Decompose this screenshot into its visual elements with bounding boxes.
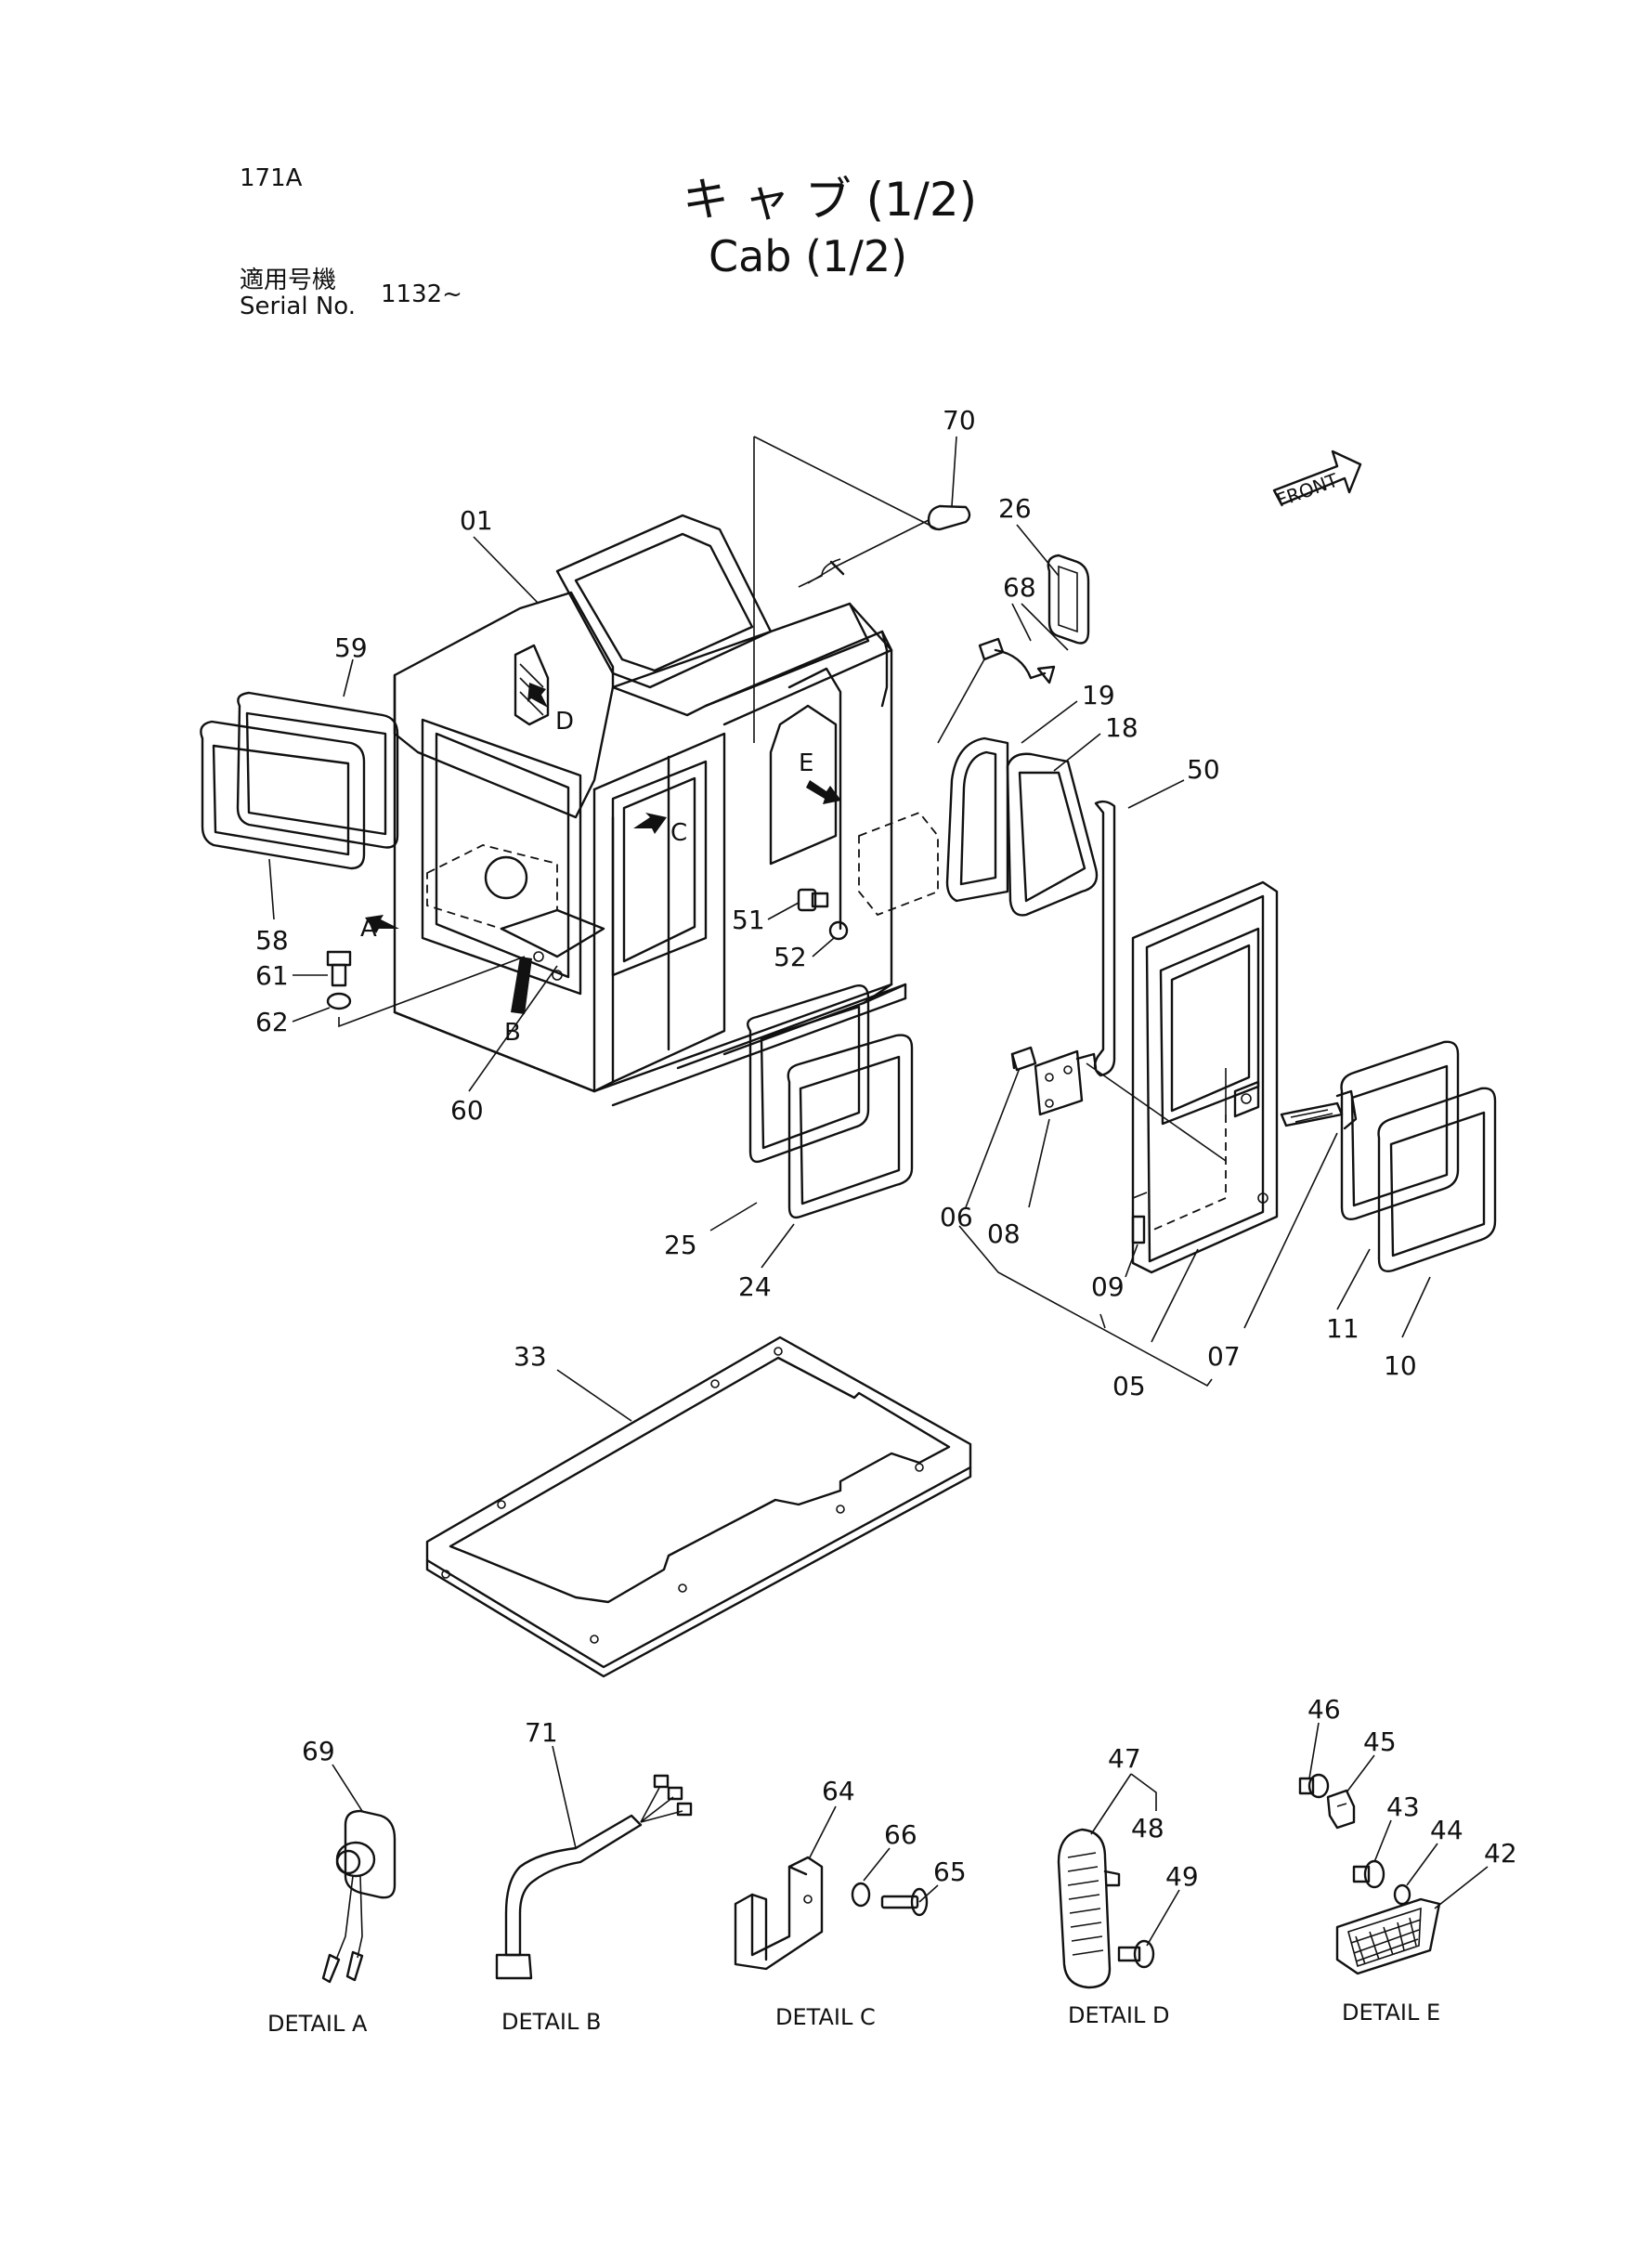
mirror-26 xyxy=(1047,554,1090,645)
floor-mat-33 xyxy=(425,1335,972,1678)
front-arrow-icon: FRONT xyxy=(1272,449,1362,512)
window-seal-11 xyxy=(1340,1040,1460,1220)
door-05 xyxy=(1131,880,1279,1274)
cab-frame xyxy=(393,436,939,1107)
svg-text:A: A xyxy=(360,915,377,943)
part-label-65: 65 xyxy=(933,1857,967,1887)
latch-06 xyxy=(1010,1046,1037,1072)
view-arrow-d: D xyxy=(527,683,574,736)
part-label-01: 01 xyxy=(460,505,493,536)
part-label-51: 51 xyxy=(732,905,765,935)
detail-e-net-42 xyxy=(1335,1897,1441,1975)
part-label-71: 71 xyxy=(525,1717,558,1748)
part-label-11: 11 xyxy=(1326,1313,1359,1344)
part-label-59: 59 xyxy=(334,632,368,663)
part-label-50: 50 xyxy=(1187,754,1220,785)
part-label-08: 08 xyxy=(987,1218,1021,1249)
part-label-07: 07 xyxy=(1207,1341,1241,1372)
svg-text:C: C xyxy=(670,819,687,847)
part-label-19: 19 xyxy=(1082,680,1115,710)
detail-c-caption: DETAIL C xyxy=(775,2004,876,2030)
part-label-62: 62 xyxy=(255,1007,289,1037)
part-label-52: 52 xyxy=(774,942,807,972)
part-label-06: 06 xyxy=(940,1202,973,1232)
detail-a-caption: DETAIL A xyxy=(267,2011,368,2037)
wiper-70 xyxy=(798,504,971,588)
title-japanese: キ ャ ブ (1/2) xyxy=(683,173,977,227)
window-glass-24 xyxy=(787,1034,914,1219)
detail-b-harness-71 xyxy=(495,1774,693,1980)
part-label-47: 47 xyxy=(1108,1743,1141,1774)
serial-label-english: Serial No. xyxy=(240,293,356,320)
part-label-64: 64 xyxy=(822,1776,855,1806)
window-seal-59 xyxy=(236,691,399,849)
detail-b-caption: DETAIL B xyxy=(501,2009,601,2035)
part-label-60: 60 xyxy=(450,1095,484,1126)
view-arrow-e: E xyxy=(799,749,841,804)
part-label-05: 05 xyxy=(1112,1371,1146,1401)
detail-e-bolt-46 xyxy=(1298,1773,1330,1799)
detail-c-screw-65 xyxy=(880,1887,929,1917)
part-label-33: 33 xyxy=(514,1341,547,1372)
part-label-49: 49 xyxy=(1165,1861,1199,1892)
window-seal-19 xyxy=(945,736,1009,903)
part-label-42: 42 xyxy=(1484,1838,1517,1869)
washer-62 xyxy=(326,992,352,1010)
mirror-bracket-68 xyxy=(978,637,1056,684)
seal-strip-50 xyxy=(1093,800,1116,1077)
detail-d-caption: DETAIL D xyxy=(1068,2002,1169,2028)
detail-c-washer-66 xyxy=(851,1882,871,1908)
part-label-26: 26 xyxy=(998,493,1032,524)
svg-text:B: B xyxy=(504,1019,521,1047)
svg-text:E: E xyxy=(799,749,813,777)
detail-d-screw-49 xyxy=(1117,1939,1155,1969)
bolt-51 xyxy=(797,888,829,912)
page-code: 171A xyxy=(240,164,303,192)
bolt-61 xyxy=(326,950,352,987)
part-label-43: 43 xyxy=(1386,1791,1420,1822)
detail-e-caption: DETAIL E xyxy=(1342,2000,1440,2026)
part-label-68: 68 xyxy=(1003,572,1036,603)
leader-01 xyxy=(473,536,540,605)
part-label-25: 25 xyxy=(664,1230,697,1260)
part-label-09: 09 xyxy=(1091,1271,1125,1302)
detail-a-lamp-69 xyxy=(321,1809,397,1984)
washer-52 xyxy=(828,920,849,941)
svg-text:D: D xyxy=(555,708,574,736)
serial-value: 1132~ xyxy=(381,280,462,308)
detail-e-washer-44 xyxy=(1393,1883,1411,1906)
striker-08 xyxy=(1034,1049,1098,1116)
group-bracket-05 xyxy=(958,1225,1213,1388)
detail-e-bolt-43 xyxy=(1352,1859,1385,1889)
view-arrow-b: B xyxy=(504,957,532,1047)
window-glass-10 xyxy=(1377,1087,1497,1272)
part-label-46: 46 xyxy=(1307,1694,1341,1725)
serial-label-japanese: 適用号機 xyxy=(240,267,336,294)
detail-c-bracket-64 xyxy=(734,1856,824,1971)
part-label-61: 61 xyxy=(255,960,289,991)
window-seal-25 xyxy=(747,984,870,1164)
part-label-70: 70 xyxy=(943,405,976,436)
view-arrow-a: A xyxy=(360,915,399,943)
part-label-10: 10 xyxy=(1384,1350,1417,1381)
part-label-44: 44 xyxy=(1430,1815,1463,1845)
view-arrow-c: C xyxy=(633,813,687,847)
part-label-58: 58 xyxy=(255,925,289,956)
part-label-69: 69 xyxy=(302,1736,335,1766)
detail-d-lamp-47 xyxy=(1057,1828,1121,1989)
front-label: FRONT xyxy=(1274,469,1342,512)
detail-e-nut-45 xyxy=(1326,1789,1356,1830)
part-label-48: 48 xyxy=(1131,1813,1164,1844)
handle-07 xyxy=(1280,1089,1358,1130)
window-glass-18 xyxy=(1006,752,1099,917)
part-label-66: 66 xyxy=(884,1819,917,1850)
title-english: Cab (1/2) xyxy=(709,231,907,281)
part-label-24: 24 xyxy=(738,1271,772,1302)
window-glass-58 xyxy=(200,720,366,870)
part-label-18: 18 xyxy=(1105,712,1138,743)
part-label-45: 45 xyxy=(1363,1726,1397,1757)
